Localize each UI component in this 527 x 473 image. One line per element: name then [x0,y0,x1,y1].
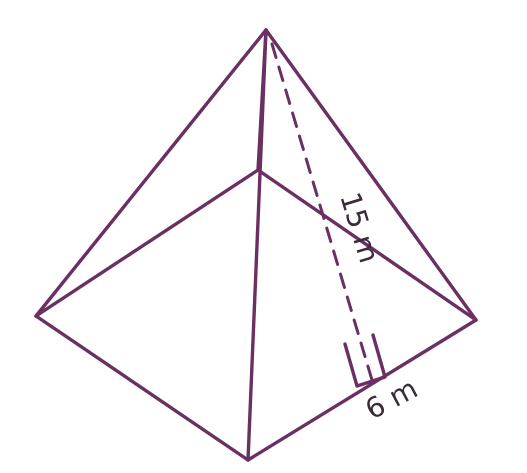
edge-apex-front [246,28,268,462]
base-edge-label: 6 m [360,372,423,426]
edge-base-back-right [256,168,478,322]
edge-apex-left [34,28,268,318]
edge-apex-right [264,28,478,322]
right-angle-marker [343,333,387,388]
slant-height-line [270,42,374,382]
edge-base-front-left [34,314,250,462]
edge-base-back-left [34,168,260,318]
edge-base-front-right [246,318,478,462]
